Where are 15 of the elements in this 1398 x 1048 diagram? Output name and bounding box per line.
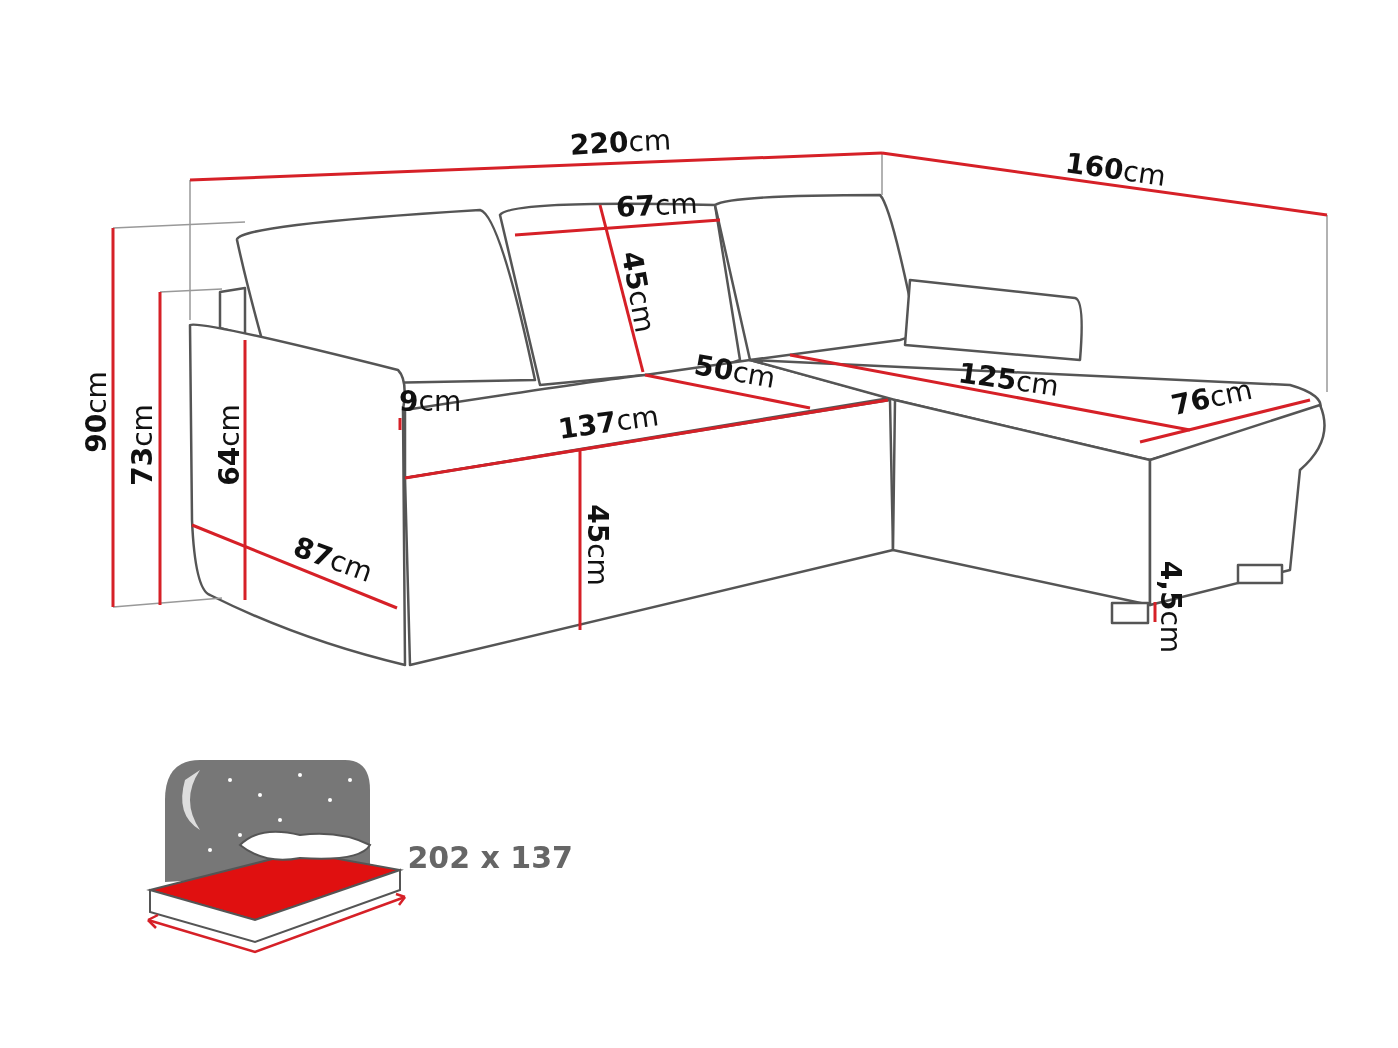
dimension-label: 4,5cm (1156, 560, 1185, 654)
dimension-label: 220cm (568, 126, 672, 160)
bed-size-label: 202 x 137 (407, 843, 573, 873)
dimension-label: 137cm (556, 402, 661, 444)
dimension-label: 45cm (616, 249, 659, 335)
dimension-label: 64cm (215, 404, 244, 486)
dimension-label: 87cm (289, 532, 376, 588)
dimension-label: 45cm (582, 504, 611, 586)
dimension-label: 73cm (128, 404, 157, 486)
dimension-label: 125cm (956, 359, 1061, 401)
dimension-label: 67cm (615, 189, 699, 223)
dimension-label: 50cm (692, 351, 778, 393)
dimension-label: 76cm (1169, 375, 1255, 421)
dimension-label: 160cm (1063, 149, 1168, 191)
dimension-label: 90cm (82, 371, 111, 453)
